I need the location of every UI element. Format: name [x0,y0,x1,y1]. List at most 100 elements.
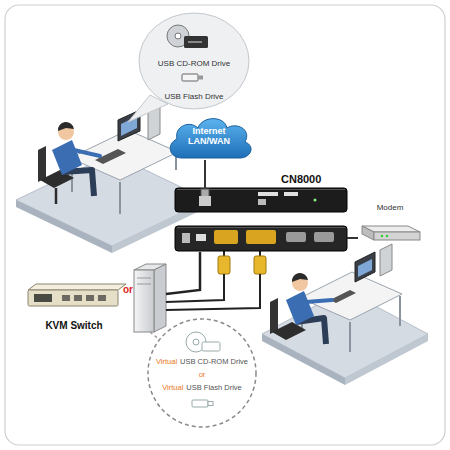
vga-connector [218,256,230,274]
pc-tower [380,244,392,276]
panel-port [258,199,266,205]
modem-led [381,235,383,237]
node-text: Virtual [156,358,177,366]
platform-side [345,334,428,385]
drive-bay [137,284,151,285]
monitor-screen [358,259,372,277]
rear-panel [175,226,347,251]
desk-leg [119,182,121,214]
usb-cable [166,252,200,294]
kvm-switch: KVM Switch [22,282,126,334]
power-port [182,233,190,243]
cable-connector [204,160,206,172]
kvm-front [28,290,118,306]
cd-slot [188,41,202,43]
panel-highlight [177,189,345,190]
desk-leg [349,322,351,352]
panel-logo [284,192,298,196]
kvm-button [74,295,82,301]
text-row: or [146,371,258,379]
modem-led [386,235,388,237]
desk [300,272,402,320]
node-text: USB CD-ROM Drive [180,358,248,366]
node-text: USB Flash Drive [186,384,241,392]
lan-port [199,196,211,206]
platform-side [16,200,112,253]
text-row: KVM Switch [22,320,126,331]
desk-leg [399,296,401,326]
drive-bay [137,278,151,279]
virtual-link [150,332,160,340]
cd-drive [184,36,208,48]
node-text: Virtual [162,384,183,392]
lan-cable [204,172,206,191]
chair-back [38,146,46,182]
person-arm [74,150,100,156]
chair-seat [272,322,306,340]
video-cable [166,274,260,310]
network-cloud: Internet LAN/WAN [166,116,252,160]
kvm-button [98,295,106,301]
node-text: Internet LAN/WAN [183,127,235,147]
vga-port [214,230,238,244]
person-torso [52,140,82,175]
text-row: Internet LAN/WAN [166,127,252,147]
monitor [355,252,375,282]
kvm-button [62,295,70,301]
dashed-circle [148,319,256,427]
serial-port [286,232,306,242]
node-text: CN8000 [281,173,321,185]
modem-side [362,226,374,240]
person-torso [286,291,314,325]
cd-disc [167,25,189,47]
cd-hole [175,33,181,39]
person-hair [58,122,74,131]
chair-post [55,188,58,204]
node-text: or [199,371,206,379]
virtual-flash [192,400,208,407]
chair-back [270,298,278,334]
keyboard [330,290,356,303]
modem-front [374,232,420,240]
kvm-over-ip-device: CN8000 [175,172,347,252]
person-legs [62,170,94,196]
person-hair [292,273,308,282]
video-cable [166,274,224,302]
usb-port [196,234,206,241]
panel-logo [258,192,278,196]
vga-connector [254,256,266,274]
frame [5,5,445,445]
server-side [154,264,166,332]
node-text: KVM Switch [45,320,102,331]
text-row: Modem [358,204,422,213]
front-panel [175,188,347,212]
virtual-media-circle: VirtualUSB CD-ROM DriveorVirtualUSB Flas… [146,318,258,428]
kvm-display [34,294,52,302]
modem-device: Modem [358,204,422,246]
virtual-cd-hole [193,339,199,345]
text-row: USB Flash Drive [138,93,250,102]
rj45-plug [201,189,209,197]
text-row: CN8000 [175,173,347,185]
serial-port [314,232,334,242]
node-text: USB CD-ROM Drive [158,60,230,69]
flash-drive [182,74,198,81]
node-text: USB Flash Drive [164,93,223,102]
platform-side [262,334,345,385]
person-arm [306,300,332,302]
or-label: or [123,284,133,295]
kvm-button [86,295,94,301]
kvm-top [28,284,126,290]
flash-plug [198,76,203,80]
text-row: VirtualUSB Flash Drive [146,384,258,392]
text-row: USB CD-ROM Drive [138,60,250,69]
virtual-flash-plug [208,402,213,406]
node-text: Modem [377,204,404,213]
cloud-outline [170,119,251,158]
panel-highlight [177,227,345,228]
